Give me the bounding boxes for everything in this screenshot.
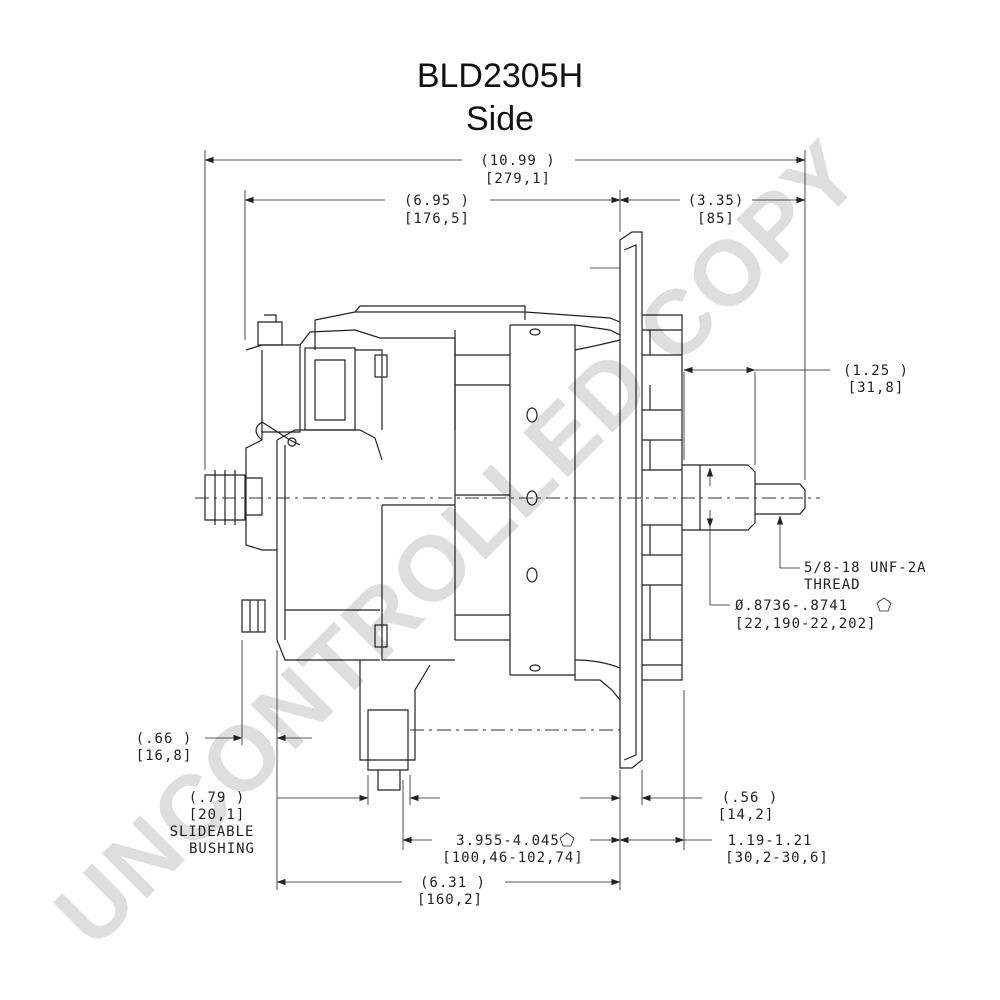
front-projection-in: (3.35) [688,193,745,209]
bushing-in: (.79 ) [189,790,246,806]
bushing-label-2: BUSHING [189,841,255,857]
mount-span-in: 3.955-4.045 [456,833,560,849]
shaft-length-mm: [31,8] [848,380,905,396]
front-projection-mm: [85] [697,211,735,227]
overall-length-mm: [279,1] [485,171,551,187]
shaft-diameter-in: Ø.8736-.8741 [735,598,848,614]
shaft-diameter-mm: [22,190-22,202] [735,616,876,632]
mount-span-mm: [100,46-102,74] [442,850,583,866]
pulley-offset-mm: [30,2-30,6] [725,850,829,866]
dimension-labels: (10.99 ) [279,1] (6.95 ) [176,5] (3.35) … [136,153,927,908]
body-length-in: (6.95 ) [404,193,470,209]
inspection-pentagon-icon [559,832,575,847]
view-label: Side [465,100,535,138]
alternator-outline [204,231,806,791]
thread-label: THREAD [804,577,861,593]
overall-length-in: (10.99 ) [480,153,555,169]
mount-to-flange-in: (6.31 ) [420,875,486,891]
bushing-mm: [20,1] [189,807,246,823]
bushing-label-1: SLIDEABLE [170,824,255,840]
shaft-length-in: (1.25 ) [843,363,909,379]
flange-thickness-mm: [14,2] [718,807,775,823]
thread-spec: 5/8-18 UNF-2A [804,560,927,576]
dimension-lines [204,150,830,890]
rear-offset-in: (.66 ) [136,731,193,747]
mount-to-flange-mm: [160,2] [417,892,483,908]
pulley-offset-in: 1.19-1.21 [728,833,813,849]
body-length-mm: [176,5] [404,211,470,227]
flange-thickness-in: (.56 ) [722,790,779,806]
drawing-title: BLD2305H [416,57,584,95]
inspection-pentagon-icon [876,597,892,612]
rear-offset-mm: [16,8] [136,748,193,764]
